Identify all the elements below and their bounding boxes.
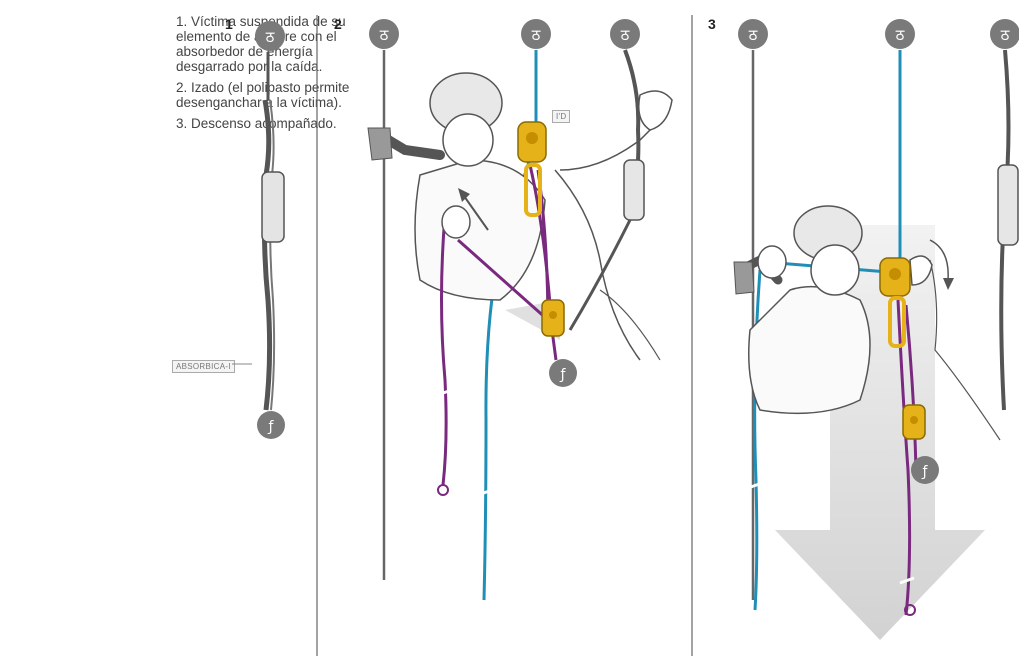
svg-text:ठ: ठ xyxy=(380,26,389,44)
panel-2: ठ ठ ठ xyxy=(368,19,672,600)
anchor-icon: ठ xyxy=(255,21,285,51)
anchor-icon: ठ xyxy=(610,19,640,49)
anchor-icon: ठ xyxy=(738,19,768,49)
svg-text:ठ: ठ xyxy=(621,26,630,44)
anchor-icon: ठ xyxy=(990,19,1019,49)
panel-3: ठ ठ ठ xyxy=(734,19,1019,640)
panel-1: ठ ƒ xyxy=(232,21,285,439)
connector-icon: ƒ xyxy=(911,456,939,484)
energy-absorber xyxy=(262,172,284,242)
anchor-icon: ठ xyxy=(885,19,915,49)
anchor-icon: ठ xyxy=(369,19,399,49)
svg-text:ठ: ठ xyxy=(532,26,541,44)
svg-text:ठ: ठ xyxy=(266,28,275,46)
svg-text:ठ: ठ xyxy=(896,26,905,44)
anchor-icon: ठ xyxy=(521,19,551,49)
connector-icon: ƒ xyxy=(549,359,577,387)
svg-text:ठ: ठ xyxy=(749,26,758,44)
svg-text:ठ: ठ xyxy=(1001,26,1010,44)
pulley-device xyxy=(903,405,925,439)
pulley-device xyxy=(542,300,564,336)
connector-icon: ƒ xyxy=(257,411,285,439)
